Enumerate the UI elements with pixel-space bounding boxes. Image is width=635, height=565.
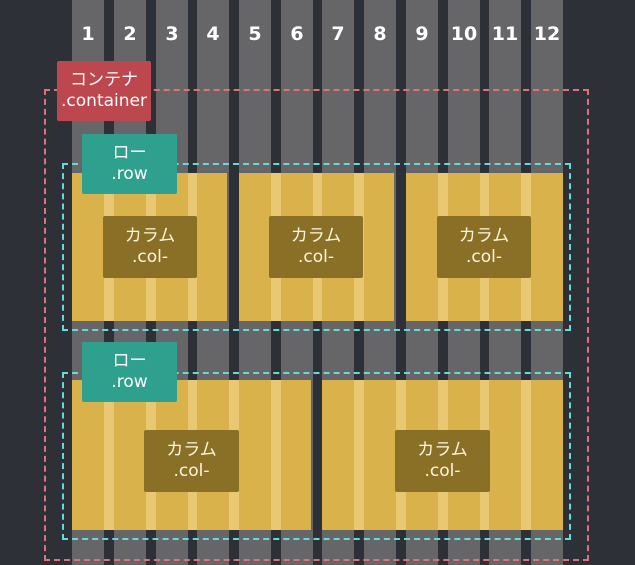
grid-stripe <box>239 380 271 530</box>
row-label-class: .row <box>111 164 148 184</box>
column-number-2: 2 <box>123 23 137 45</box>
grid-stripe <box>406 173 438 321</box>
row-boundary-2 <box>62 372 571 540</box>
col-label-jp: カラム <box>458 226 510 246</box>
grid-stripe <box>72 380 104 530</box>
grid-stripe <box>364 173 394 321</box>
column-number-1: 1 <box>81 23 95 45</box>
col-label-class: .col- <box>297 247 334 267</box>
column-number-4: 4 <box>206 23 220 45</box>
column-number-9: 9 <box>415 23 429 45</box>
col-label-class: .col- <box>465 247 502 267</box>
col-label-class: .col- <box>131 247 168 267</box>
container-boundary <box>44 89 589 561</box>
row-label-1: ロー .row <box>82 134 177 194</box>
col-label-class: .col- <box>173 461 210 481</box>
container-label: コンテナ .container <box>57 61 151 121</box>
grid-stripe <box>281 380 311 530</box>
column-number-10: 10 <box>450 23 478 45</box>
col-label-jp: カラム <box>417 440 468 460</box>
col-label-row2-2: カラム .col- <box>395 430 490 492</box>
grid-stripe <box>322 380 354 530</box>
col-label-jp: カラム <box>290 226 342 246</box>
grid-stripe <box>531 173 563 321</box>
column-number-7: 7 <box>331 23 345 45</box>
column-number-8: 8 <box>373 23 387 45</box>
column-number-11: 11 <box>491 23 519 45</box>
row-boundary-1 <box>62 163 571 331</box>
column-number-6: 6 <box>290 23 304 45</box>
grid-stripe <box>114 380 146 530</box>
column-number-12: 12 <box>533 23 561 45</box>
grid-stripe <box>197 173 227 321</box>
col-label-row1-2: カラム .col- <box>269 216 363 278</box>
grid-stripe <box>72 173 104 321</box>
row-label-class: .row <box>111 372 148 392</box>
col-block-row2-1 <box>72 380 311 530</box>
container-label-class: .container <box>61 91 147 111</box>
row-label-jp: ロー <box>112 143 147 163</box>
col-label-jp: カラム <box>124 226 176 246</box>
col-label-row1-3: カラム .col- <box>437 216 531 278</box>
grid-stripe <box>239 173 271 321</box>
container-label-jp: コンテナ <box>70 70 138 90</box>
row-label-jp: ロー <box>112 351 147 371</box>
column-number-3: 3 <box>165 23 179 45</box>
col-label-row1-1: カラム .col- <box>103 216 197 278</box>
col-label-jp: カラム <box>166 440 217 460</box>
column-number-5: 5 <box>248 23 262 45</box>
row-label-2: ロー .row <box>82 342 177 402</box>
grid-stripe <box>364 380 396 530</box>
grid-stripe <box>489 380 521 530</box>
col-label-class: .col- <box>424 461 461 481</box>
grid-stripe <box>531 380 563 530</box>
col-label-row2-1: カラム .col- <box>144 430 239 492</box>
